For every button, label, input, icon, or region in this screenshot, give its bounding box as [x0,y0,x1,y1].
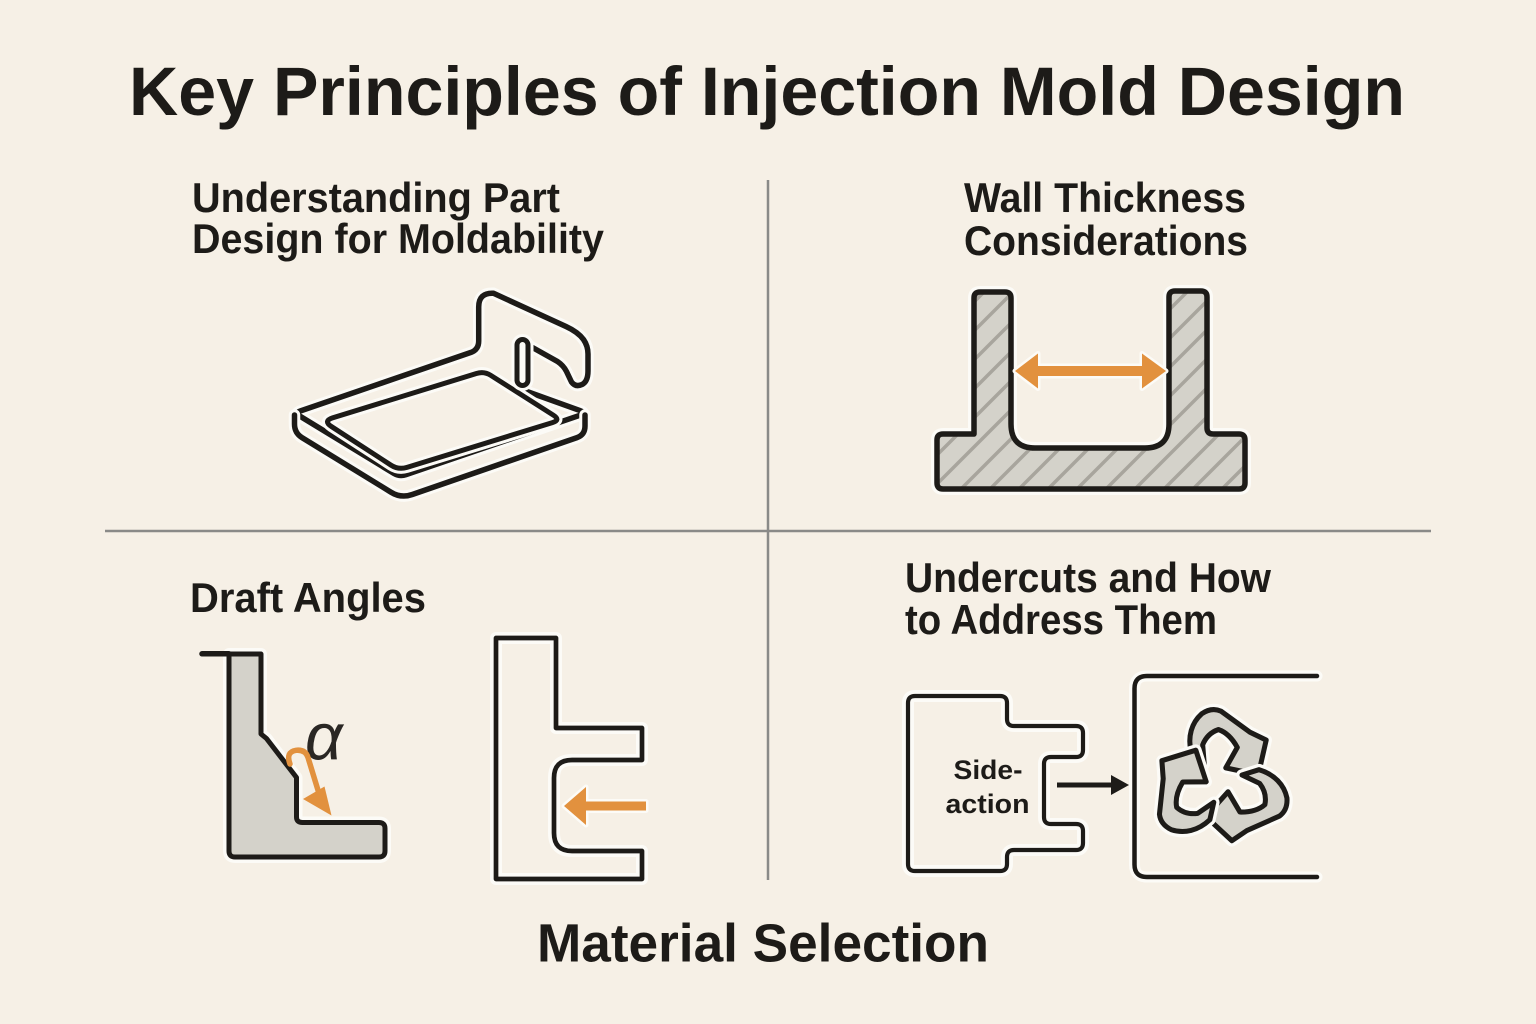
svg-text:Considerations: Considerations [964,217,1248,264]
svg-text:Undercuts and How: Undercuts and How [905,554,1271,601]
svg-text:Side-: Side- [954,755,1023,785]
svg-text:Wall Thickness: Wall Thickness [964,174,1246,221]
svg-text:Draft Angles: Draft Angles [190,574,426,621]
svg-text:action: action [946,789,1030,819]
svg-text:Key Principles of Injection Mo: Key Principles of Injection Mold Design [129,53,1405,130]
svg-text:Understanding Part: Understanding Part [192,174,560,221]
svg-text:Material Selection: Material Selection [537,914,989,974]
svg-text:Design for Moldability: Design for Moldability [192,215,605,262]
svg-text:to Address Them: to Address Them [905,596,1217,643]
